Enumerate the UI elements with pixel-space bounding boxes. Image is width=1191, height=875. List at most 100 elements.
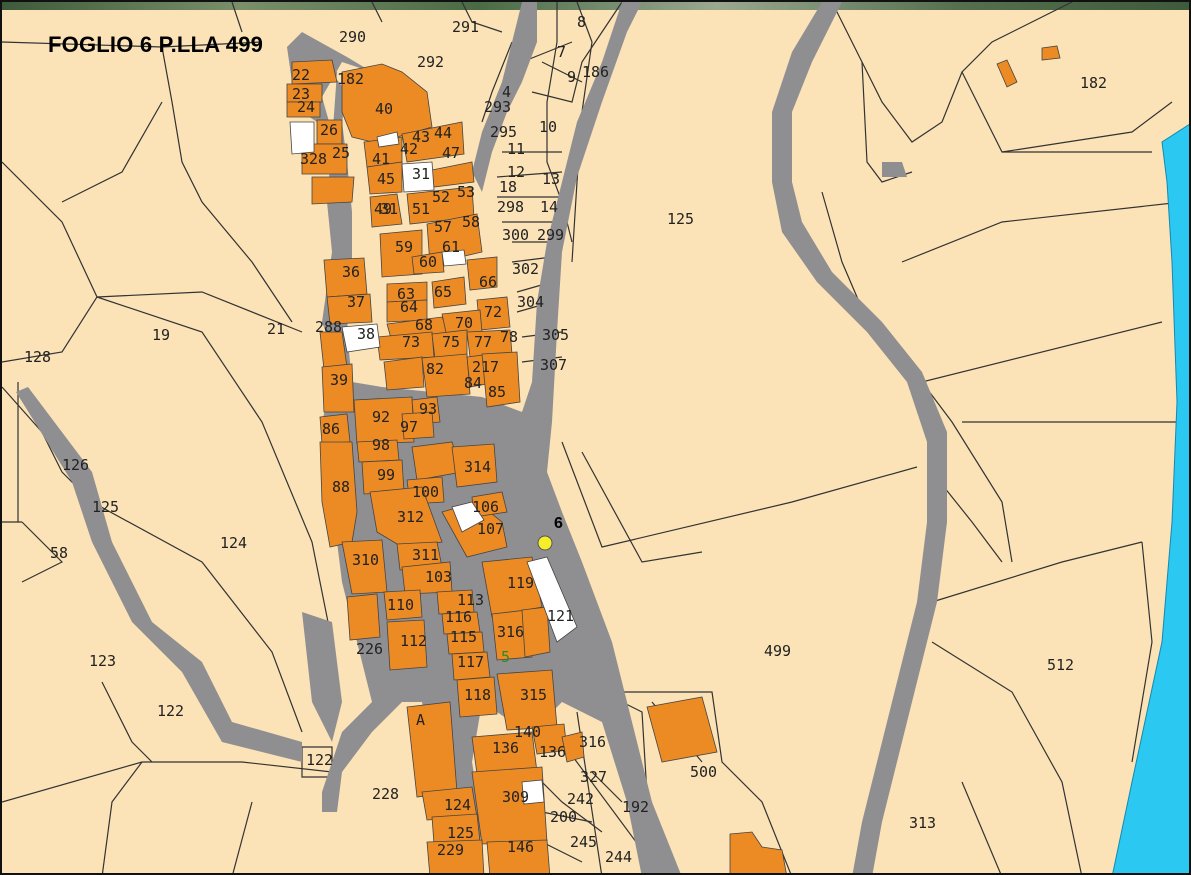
- parcel-number: 52: [432, 188, 450, 206]
- parcel-number: 22: [292, 66, 310, 84]
- parcel-number: 311: [412, 546, 439, 564]
- parcel-number: 99: [377, 466, 395, 484]
- parcel-number: 37: [347, 293, 365, 311]
- parcel-number: 13: [542, 170, 560, 188]
- parcel-number: 97: [400, 418, 418, 436]
- parcel-number: 290: [339, 28, 366, 46]
- location-marker-label: 6: [554, 515, 563, 532]
- parcel-number: 305: [542, 326, 569, 344]
- parcel-number: 43: [412, 128, 430, 146]
- parcel-number: 58: [50, 544, 68, 562]
- parcel-number: 26: [320, 121, 338, 139]
- parcel-number: 136: [539, 743, 566, 761]
- parcel-number: 44: [434, 124, 452, 142]
- parcel-number: 293: [484, 98, 511, 116]
- parcel-number: 65: [434, 283, 452, 301]
- parcel-number: 18: [499, 178, 517, 196]
- parcel-number: 49: [374, 200, 392, 218]
- parcel-number: 63: [397, 285, 415, 303]
- parcel-number: 31: [412, 165, 430, 183]
- parcel-number: 68: [415, 316, 433, 334]
- parcel-number: 115: [450, 628, 477, 646]
- parcel-number: 36: [342, 263, 360, 281]
- parcel-number: 295: [490, 123, 517, 141]
- parcel-number: 53: [457, 183, 475, 201]
- parcel-number: 40: [375, 100, 393, 118]
- parcel-number: 146: [507, 838, 534, 856]
- parcel-number: 245: [570, 833, 597, 851]
- parcel-number: 217: [472, 358, 499, 376]
- parcel-number: 78: [500, 328, 518, 346]
- parcel-number: 106: [472, 498, 499, 516]
- parcel-number: 302: [512, 260, 539, 278]
- parcel-number: 42: [400, 140, 418, 158]
- map-title: FOGLIO 6 P.LLA 499: [48, 32, 264, 57]
- parcel-number: 140: [514, 723, 541, 741]
- parcel-number: 124: [444, 796, 471, 814]
- parcel-number: 123: [89, 652, 116, 670]
- parcel-number: 12: [507, 163, 525, 181]
- parcel-number: 82: [426, 360, 444, 378]
- parcel-number: 315: [520, 686, 547, 704]
- parcel-number: 24: [297, 98, 315, 116]
- aerial-photo-strip: [2, 2, 1189, 10]
- courtyards: [289, 121, 578, 805]
- parcel-number: 316: [579, 733, 606, 751]
- parcel-number: 228: [372, 785, 399, 803]
- parcel-number: 186: [582, 63, 609, 81]
- parcel-number: 9: [567, 68, 576, 86]
- parcel-number: 4: [502, 83, 511, 101]
- parcel-number: 57: [434, 218, 452, 236]
- parcel-number: 125: [447, 824, 474, 842]
- parcel-number: 64: [400, 298, 418, 316]
- parcel-number: 112: [400, 632, 427, 650]
- parcel-number: 59: [395, 238, 413, 256]
- parcel-number: 70: [455, 314, 473, 332]
- parcel-number: 327: [580, 768, 607, 786]
- parcel-number: 117: [457, 653, 484, 671]
- parcel-number: A: [416, 711, 425, 729]
- parcel-number: 316: [497, 623, 524, 641]
- parcel-number: 23: [292, 85, 310, 103]
- parcel-number: 291: [452, 18, 479, 36]
- parcel-number: 10: [539, 118, 557, 136]
- parcel-number: 288: [315, 318, 342, 336]
- parcel-number: 51: [412, 200, 430, 218]
- parcel-number: 125: [92, 498, 119, 516]
- parcel-number: 75: [442, 333, 460, 351]
- parcel-number: 14: [540, 198, 558, 216]
- parcel-number: 304: [517, 293, 544, 311]
- parcel-number: 292: [417, 53, 444, 71]
- parcel-number: 328: [300, 150, 327, 168]
- parcel-number: 45: [377, 170, 395, 188]
- parcel-number: 226: [356, 640, 383, 658]
- parcel-number: 11: [507, 140, 525, 158]
- parcel-number: 88: [332, 478, 350, 496]
- parcel-number: 126: [62, 456, 89, 474]
- parcel-number: 499: [764, 642, 791, 660]
- parcel-number: 119: [507, 574, 534, 592]
- parcel-number: 125: [667, 210, 694, 228]
- parcel-number: 85: [488, 383, 506, 401]
- parcel-number: 86: [322, 420, 340, 438]
- parcel-number: 98: [372, 436, 390, 454]
- parcel-number: 103: [425, 568, 452, 586]
- secondary-marker-label: 5: [501, 648, 510, 666]
- parcel-number: 116: [445, 608, 472, 626]
- parcel-number: 309: [502, 788, 529, 806]
- parcel-number: 61: [442, 238, 460, 256]
- parcel-number: 84: [464, 374, 482, 392]
- parcel-number: 313: [909, 814, 936, 832]
- parcel-number: 122: [157, 702, 184, 720]
- parcel-number: 100: [412, 483, 439, 501]
- parcel-number: 124: [220, 534, 247, 552]
- parcel-number: 242: [567, 790, 594, 808]
- parcel-number: 72: [484, 303, 502, 321]
- parcel-number: 25: [332, 144, 350, 162]
- parcel-number: 113: [457, 591, 484, 609]
- location-marker[interactable]: [537, 535, 553, 551]
- parcel-number: 500: [690, 763, 717, 781]
- parcel-number: 21: [267, 320, 285, 338]
